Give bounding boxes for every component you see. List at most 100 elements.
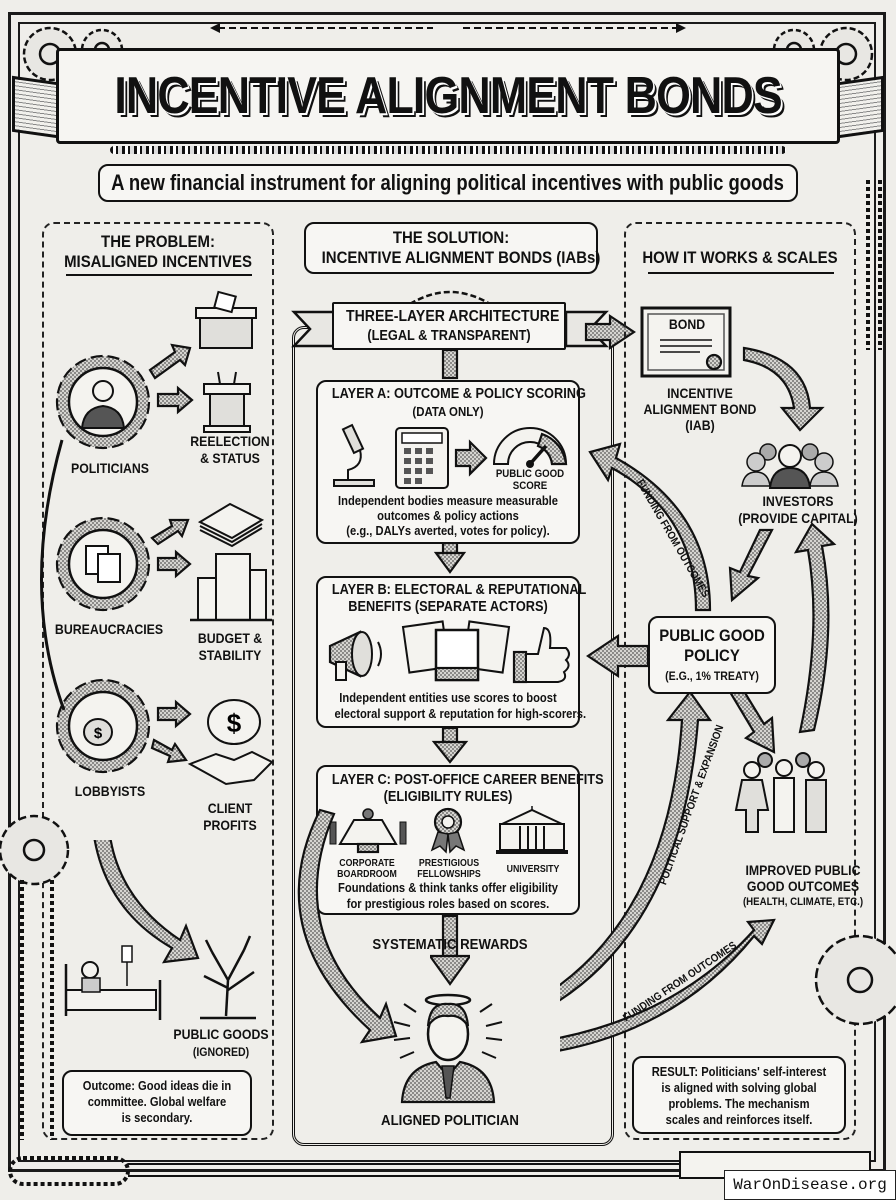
layer-flow-arrows (430, 350, 470, 986)
layer-b-title-line1: LAYER B: ELECTORAL & REPUTATIONAL (331, 582, 587, 598)
boardroom-label-line1: CORPORATE (339, 858, 395, 869)
policy-line1: PUBLIC GOOD (659, 626, 765, 645)
result-line2: is aligned with solving global (661, 1080, 817, 1095)
problem-illustrations: $ $ (40, 290, 274, 786)
hospital-bed-icon (64, 945, 162, 1020)
fellowship-ribbon-icon (430, 807, 466, 854)
result-box (632, 1056, 846, 1134)
how-it-works-column (624, 222, 856, 1140)
podium-icon (203, 371, 251, 433)
improved-outcomes-line1: IMPROVED PUBLIC (745, 862, 861, 878)
political-support-arrow (560, 690, 713, 1002)
how-it-works-flow (560, 306, 896, 1052)
client-profits-line2: PROFITS (203, 817, 257, 833)
problem-outcome-box (62, 1070, 252, 1136)
watermark-link[interactable]: WarOnDisease.org (724, 1170, 896, 1200)
politicians-to-lobbyists-arrow (40, 439, 66, 711)
systematic-rewards-label: SYSTEMATIC REWARDS (372, 936, 528, 953)
layer-b-desc-line1: Independent entities use scores to boost (339, 690, 557, 705)
aligned-politician-icon (393, 1002, 503, 1104)
money-bag-icon: $ (207, 699, 261, 745)
solution-heading-box (304, 222, 598, 274)
public-good-score-gauge-icon (492, 427, 568, 468)
layer-a-title-line2: (DATA ONLY) (412, 404, 484, 419)
public-goods-label-line2: (IGNORED) (192, 1045, 250, 1059)
improved-outcomes-people-icon (734, 752, 827, 833)
policy-line3: (E.G., 1% TREATY) (665, 669, 759, 683)
politicians-label: POLITICIANS (70, 460, 150, 476)
architecture-box (332, 302, 566, 350)
budget-label-line1: BUDGET & (197, 630, 263, 646)
microscope-icon (333, 423, 375, 487)
layer-a-desc-line1: Independent bodies measure measurable (338, 493, 558, 508)
problem-heading-line2: MISALIGNED INCENTIVES (64, 252, 252, 271)
arrow-to-gauge (454, 439, 488, 477)
policy-to-layer-b-arrow (586, 633, 650, 679)
solution-heading-line2: INCENTIVE ALIGNMENT BONDS (IABs) (321, 248, 601, 267)
funding-from-outcomes-upper-arrow (588, 442, 712, 612)
problem-heading-underline (66, 274, 252, 276)
bureaucracies-label: BUREAUCRACIES (54, 621, 164, 637)
dead-tree-icon (200, 935, 256, 1020)
layer-a-icons (333, 423, 568, 489)
arrow-to-podium (156, 385, 194, 415)
fellowships-label-line2: FELLOWSHIPS (417, 869, 481, 880)
arrow-to-building (156, 549, 192, 579)
layer-c-desc-line2: for prestigious roles based on scores. (346, 896, 550, 911)
university-icon (496, 806, 568, 854)
layer-c-icons (329, 806, 568, 854)
result-line1: RESULT: Politicians' self-interest (651, 1064, 827, 1079)
architecture-to-bond-arrow (584, 313, 636, 351)
bond-label-line1: INCENTIVE (667, 385, 733, 401)
outcomes-to-investors-arrow (793, 522, 837, 734)
arrow-to-handshake (150, 738, 188, 764)
subtitle-text: A new financial instrument for aligning … (111, 170, 785, 195)
problem-outcome-line3: is secondary. (121, 1110, 193, 1125)
gauge-label-line1: PUBLIC GOOD (495, 468, 565, 480)
ballot-box-icon (195, 290, 257, 349)
lobbyists-label: LOBBYISTS (74, 783, 146, 799)
handshake-icon (187, 750, 274, 786)
bond-label-line3: (IAB) (685, 417, 715, 433)
problem-outcome-line1: Outcome: Good ideas die in (82, 1078, 232, 1093)
layer-b-icons (328, 620, 570, 684)
improved-outcomes-line2: GOOD OUTCOMES (746, 878, 860, 894)
aligned-politician-label: ALIGNED POLITICIAN (381, 1112, 519, 1129)
budget-label-line2: STABILITY (198, 647, 262, 663)
investors-icon (741, 443, 839, 489)
layer-c-to-politician-arrow (297, 808, 398, 1044)
improved-outcomes-line3: (HEALTH, CLIMATE, ETC.) (742, 896, 864, 908)
university-label: UNIVERSITY (506, 864, 560, 875)
reelection-label-line2: & STATUS (200, 450, 260, 466)
layer-a-desc-line3: (e.g., DALYs averted, votes for policy). (346, 523, 550, 538)
how-it-works-heading: HOW IT WORKS & SCALES (642, 248, 838, 267)
gauge-label-line2: SCORE (512, 480, 548, 492)
layer-a-title-line1: LAYER A: OUTCOME & POLICY SCORING (331, 386, 586, 402)
page-title: INCENTIVE ALIGNMENT BONDS (114, 67, 782, 125)
problem-column (42, 222, 274, 1140)
fellowships-label-line1: PRESTIGIOUS (418, 858, 480, 869)
investors-to-policy-arrow (728, 528, 774, 603)
solution-heading-line1: THE SOLUTION: (392, 228, 510, 247)
megaphone-icon (328, 630, 382, 681)
bottom-right-gear-icon (814, 934, 896, 1026)
arrow-to-moneybag (156, 699, 192, 729)
layer-b-desc-line2: electoral support & reputation for high-… (334, 706, 587, 721)
outer-frame (8, 12, 886, 1172)
paper-stack-icon (197, 502, 265, 548)
inner-frame (18, 22, 876, 1162)
layer-c-title-line2: (ELIGIBILITY RULES) (383, 789, 513, 805)
client-profits-line1: CLIENT (207, 800, 253, 816)
top-dashed-arrows: / (210, 23, 686, 33)
layer-c-title-line1: LAYER C: POST-OFFICE CAREER BENEFITS (331, 772, 604, 788)
campaign-posters-icon (401, 620, 511, 682)
bond-certificate-icon (640, 306, 732, 378)
problem-heading-line1: THE PROBLEM: (101, 232, 215, 251)
documents-gear-icon (55, 516, 151, 612)
arrow-to-ballot (148, 343, 192, 380)
layer-a-desc-line2: outcomes & policy actions (377, 508, 519, 523)
funding-from-outcomes-lower-arrow (560, 918, 776, 1052)
boardroom-icon (329, 808, 407, 854)
public-good-policy-box (648, 616, 776, 694)
how-it-works-underline (648, 272, 834, 274)
